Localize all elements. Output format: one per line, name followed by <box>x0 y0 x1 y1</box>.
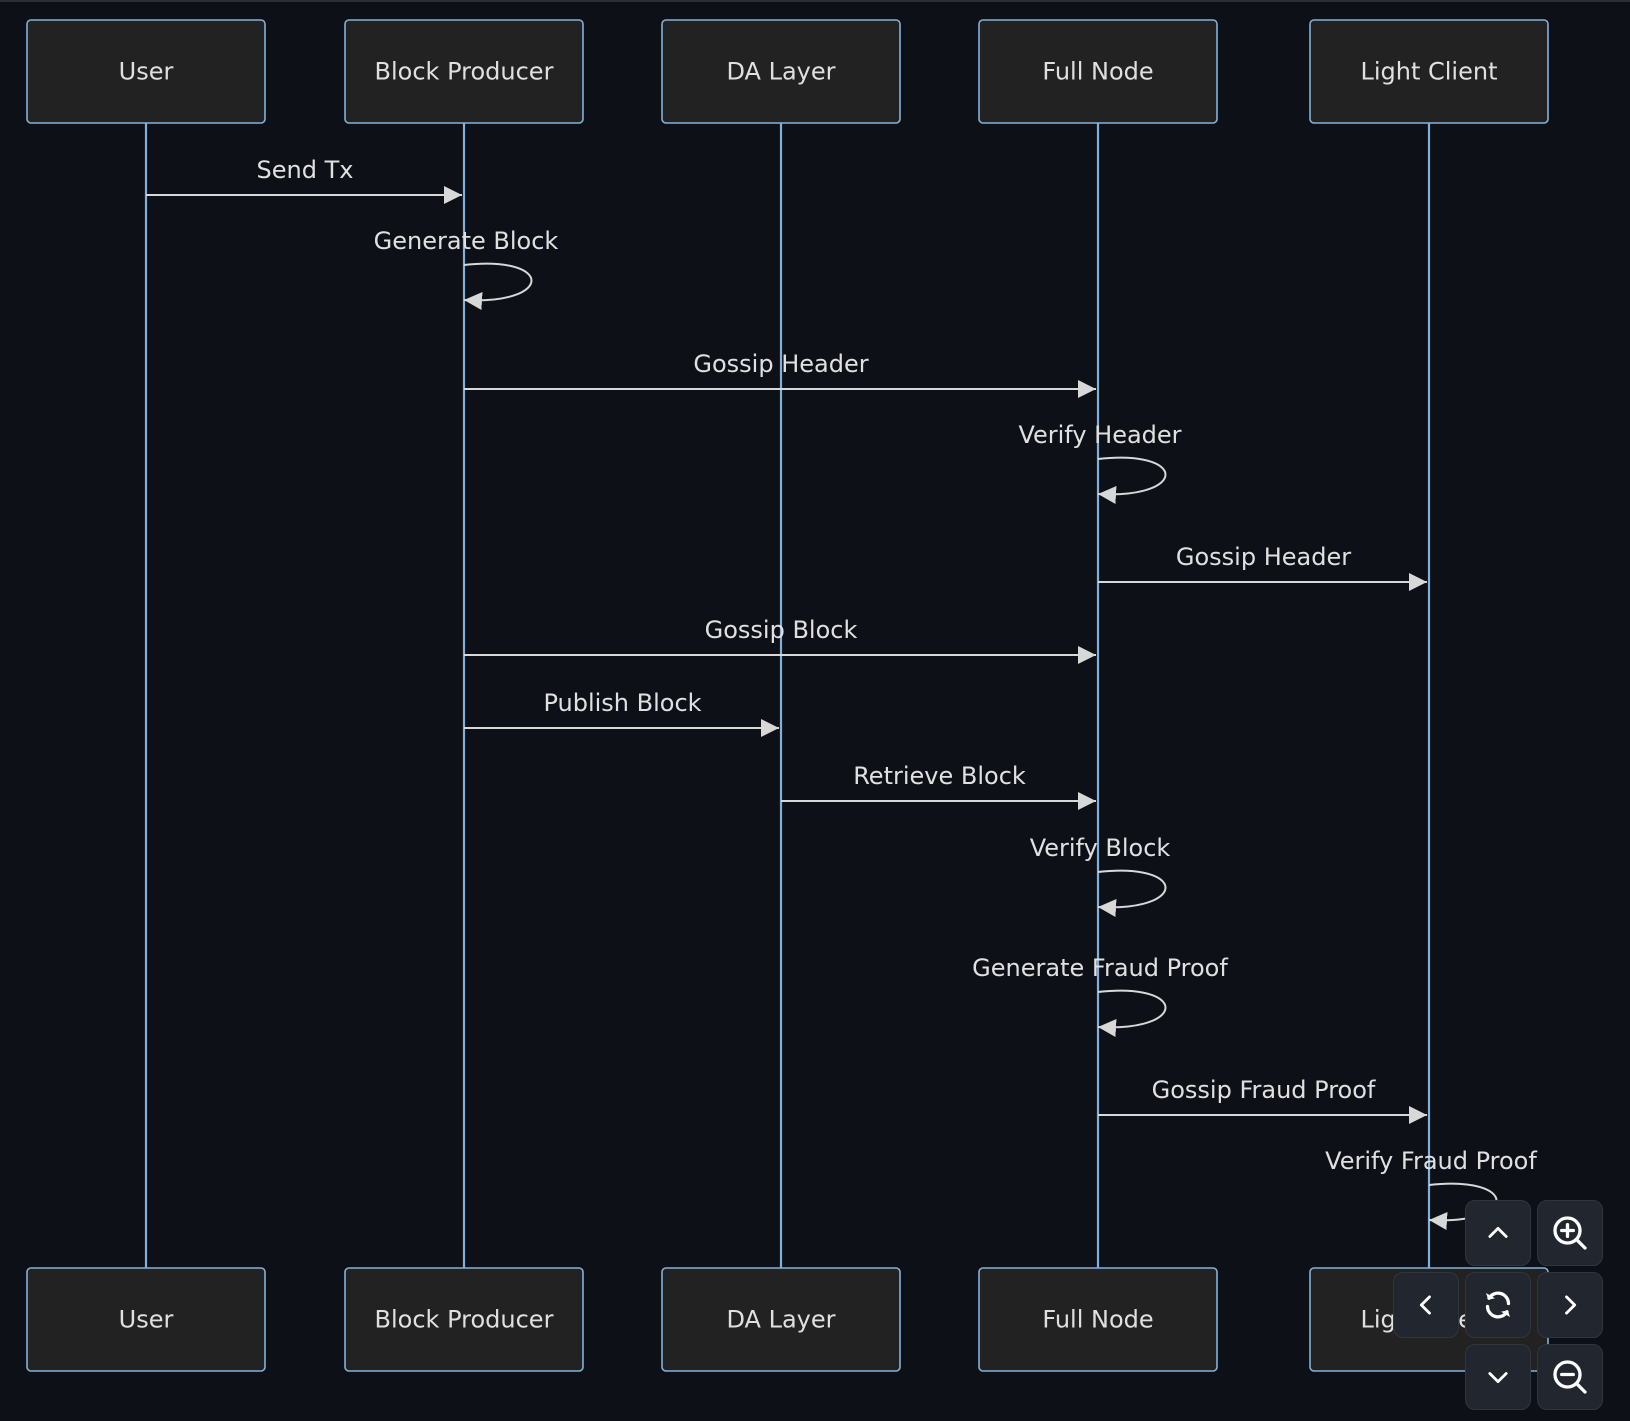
zoom-out-button[interactable] <box>1537 1344 1603 1410</box>
message-label: Generate Block <box>374 227 559 255</box>
chevron-right-icon <box>1565 1295 1577 1315</box>
message-generate-block: Generate Block <box>374 227 559 310</box>
message-label: Publish Block <box>543 689 701 717</box>
actor-label: DA Layer <box>726 58 835 86</box>
actor-block-producer-top[interactable]: Block Producer <box>344 19 584 124</box>
actor-block-producer-bottom[interactable]: Block Producer <box>344 1267 584 1372</box>
pan-right-button[interactable] <box>1537 1272 1603 1338</box>
actor-da-layer-bottom[interactable]: DA Layer <box>661 1267 901 1372</box>
actor-label: Light Client <box>1360 58 1497 86</box>
message-label: Gossip Header <box>693 350 868 378</box>
actor-light-client-top[interactable]: Light Client <box>1309 19 1549 124</box>
message-publish-block: Publish Block <box>464 689 779 737</box>
message-send-tx: Send Tx <box>146 156 462 204</box>
pan-left-button[interactable] <box>1393 1272 1459 1338</box>
actor-label: Block Producer <box>375 1306 554 1334</box>
message-label: Send Tx <box>257 156 354 184</box>
chevron-up-icon <box>1488 1226 1508 1238</box>
reset-view-button[interactable] <box>1465 1272 1531 1338</box>
chevron-down-icon <box>1488 1372 1508 1384</box>
actor-label: DA Layer <box>726 1306 835 1334</box>
actor-box <box>978 1267 1218 1372</box>
message-label: Verify Fraud Proof <box>1325 1147 1537 1175</box>
actor-box <box>661 19 901 124</box>
message-gossip-header: Gossip Header <box>1098 543 1427 591</box>
pan-up-button[interactable] <box>1465 1200 1531 1266</box>
actor-user-bottom[interactable]: User <box>26 1267 266 1372</box>
actor-full-node-top[interactable]: Full Node <box>978 19 1218 124</box>
actor-user-top[interactable]: User <box>26 19 266 124</box>
actor-box <box>344 1267 584 1372</box>
message-label: Verify Header <box>1018 421 1181 449</box>
message-verify-header: Verify Header <box>1018 421 1182 504</box>
message-verify-block: Verify Block <box>1030 834 1171 917</box>
actor-da-layer-top[interactable]: DA Layer <box>661 19 901 124</box>
pan-down-button[interactable] <box>1465 1344 1531 1410</box>
message-gossip-block: Gossip Block <box>464 616 1096 664</box>
zoom-in-button[interactable] <box>1537 1200 1603 1266</box>
actor-box <box>26 19 266 124</box>
actor-label: User <box>119 58 174 86</box>
message-label: Generate Fraud Proof <box>972 954 1228 982</box>
message-gossip-header: Gossip Header <box>464 350 1096 398</box>
message-verify-fraud-proof: Verify Fraud Proof <box>1325 1147 1537 1230</box>
message-gossip-fraud-proof: Gossip Fraud Proof <box>1098 1076 1427 1124</box>
message-label: Gossip Block <box>705 616 858 644</box>
chevron-left-icon <box>1419 1295 1431 1315</box>
actor-label: Full Node <box>1042 58 1153 86</box>
self-loop-arrow <box>1097 869 1167 917</box>
message-label: Gossip Header <box>1176 543 1351 571</box>
actor-box <box>1309 19 1549 124</box>
refresh-icon <box>1485 1291 1511 1319</box>
actor-box <box>978 19 1218 124</box>
top-border <box>0 0 1630 2</box>
actor-box <box>344 19 584 124</box>
self-loop-arrow <box>1097 456 1167 504</box>
message-label: Verify Block <box>1030 834 1171 862</box>
message-retrieve-block: Retrieve Block <box>781 762 1096 810</box>
self-loop-arrow <box>463 262 533 310</box>
message-label: Gossip Fraud Proof <box>1152 1076 1376 1104</box>
actor-box <box>661 1267 901 1372</box>
actor-full-node-bottom[interactable]: Full Node <box>978 1267 1218 1372</box>
actor-label: Full Node <box>1042 1306 1153 1334</box>
zoom-in-icon <box>1553 1216 1587 1250</box>
actor-label: User <box>119 1306 174 1334</box>
zoom-out-icon <box>1553 1360 1587 1394</box>
actor-label: Block Producer <box>375 58 554 86</box>
message-generate-fraud-proof: Generate Fraud Proof <box>972 954 1228 1037</box>
self-loop-arrow <box>1097 989 1167 1037</box>
actor-box <box>26 1267 266 1372</box>
message-label: Retrieve Block <box>853 762 1026 790</box>
